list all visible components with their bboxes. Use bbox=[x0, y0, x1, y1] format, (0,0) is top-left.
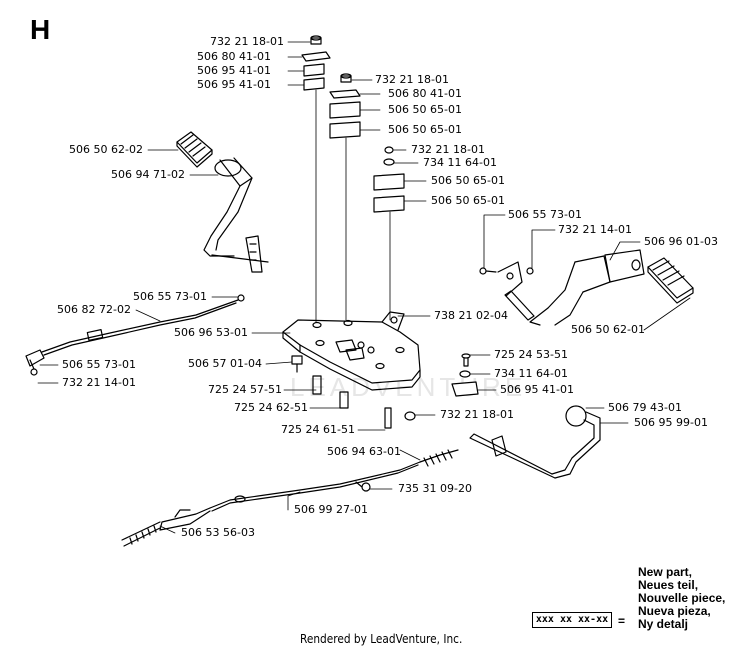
legend-equals: = bbox=[618, 614, 626, 628]
callout-506-96-53-01: 506 96 53-01 bbox=[174, 326, 248, 339]
callout-732-21-18-01: 732 21 18-01 bbox=[411, 143, 485, 156]
callout-732-21-14-01: 732 21 14-01 bbox=[558, 223, 632, 236]
right-pedal-assembly bbox=[479, 249, 694, 326]
assembly-lines bbox=[315, 89, 391, 323]
callout-506-50-65-01: 506 50 65-01 bbox=[388, 103, 462, 116]
callout-506-57-01-04: 506 57 01-04 bbox=[188, 357, 262, 370]
section-letter: H bbox=[30, 14, 51, 45]
legend-line: Neues teil, bbox=[638, 578, 699, 592]
left-cable-upper bbox=[25, 294, 245, 376]
lower-cable bbox=[121, 449, 459, 547]
callout-734-11-64-01: 734 11 64-01 bbox=[423, 156, 497, 169]
callout-506-95-41-01: 506 95 41-01 bbox=[197, 78, 271, 91]
callout-506-80-41-01: 506 80 41-01 bbox=[197, 50, 271, 63]
callout-506-80-41-01: 506 80 41-01 bbox=[388, 87, 462, 100]
callout-738-21-02-04: 738 21 02-04 bbox=[434, 309, 508, 322]
callout-506-50-65-01: 506 50 65-01 bbox=[431, 194, 505, 207]
callout-732-21-18-01: 732 21 18-01 bbox=[440, 408, 514, 421]
callout-732-21-18-01: 732 21 18-01 bbox=[375, 73, 449, 86]
callout-732-21-18-01: 732 21 18-01 bbox=[210, 35, 284, 48]
callout-734-11-64-01: 734 11 64-01 bbox=[494, 367, 568, 380]
callout-506-95-41-01: 506 95 41-01 bbox=[197, 64, 271, 77]
callout-506-95-99-01: 506 95 99-01 bbox=[634, 416, 708, 429]
callout-506-50-62-01: 506 50 62-01 bbox=[571, 323, 645, 336]
legend-line: Nueva pieza, bbox=[638, 604, 711, 618]
main-plate bbox=[282, 311, 421, 391]
callout-506-55-73-01: 506 55 73-01 bbox=[508, 208, 582, 221]
legend-line: Ny detalj bbox=[638, 617, 689, 631]
callout-506-99-27-01: 506 99 27-01 bbox=[294, 503, 368, 516]
callout-725-24-53-51: 725 24 53-51 bbox=[494, 348, 568, 361]
callout-506-55-73-01: 506 55 73-01 bbox=[133, 290, 207, 303]
callout-506-94-71-02: 506 94 71-02 bbox=[111, 168, 185, 181]
top-spacers bbox=[301, 35, 405, 213]
footer-credit: Rendered by LeadVenture, Inc. bbox=[300, 632, 463, 646]
callout-506-55-73-01: 506 55 73-01 bbox=[62, 358, 136, 371]
legend-line: Nouvelle piece, bbox=[638, 591, 726, 605]
callout-506-50-65-01: 506 50 65-01 bbox=[388, 123, 462, 136]
callout-506-95-41-01: 506 95 41-01 bbox=[500, 383, 574, 396]
leader-lines bbox=[37, 41, 691, 534]
right-lever bbox=[469, 405, 601, 479]
callout-506-50-62-02: 506 50 62-02 bbox=[69, 143, 143, 156]
legend-part-box: xxx xx xx-xx bbox=[532, 612, 612, 628]
callout-506-50-65-01: 506 50 65-01 bbox=[431, 174, 505, 187]
callout-506-94-63-01: 506 94 63-01 bbox=[327, 445, 401, 458]
callout-506-82-72-02: 506 82 72-02 bbox=[57, 303, 131, 316]
legend-text: New part, Neues teil, Nouvelle piece, Nu… bbox=[638, 566, 725, 631]
left-pedal-assembly bbox=[176, 131, 269, 273]
callout-506-53-56-03: 506 53 56-03 bbox=[181, 526, 255, 539]
callout-725-24-57-51: 725 24 57-51 bbox=[208, 383, 282, 396]
callout-506-79-43-01: 506 79 43-01 bbox=[608, 401, 682, 414]
callout-735-31-09-20: 735 31 09-20 bbox=[398, 482, 472, 495]
callout-725-24-61-51: 725 24 61-51 bbox=[281, 423, 355, 436]
callout-506-96-01-03: 506 96 01-03 bbox=[644, 235, 718, 248]
callout-732-21-14-01: 732 21 14-01 bbox=[62, 376, 136, 389]
legend-line: New part, bbox=[638, 565, 693, 579]
callout-725-24-62-51: 725 24 62-51 bbox=[234, 401, 308, 414]
